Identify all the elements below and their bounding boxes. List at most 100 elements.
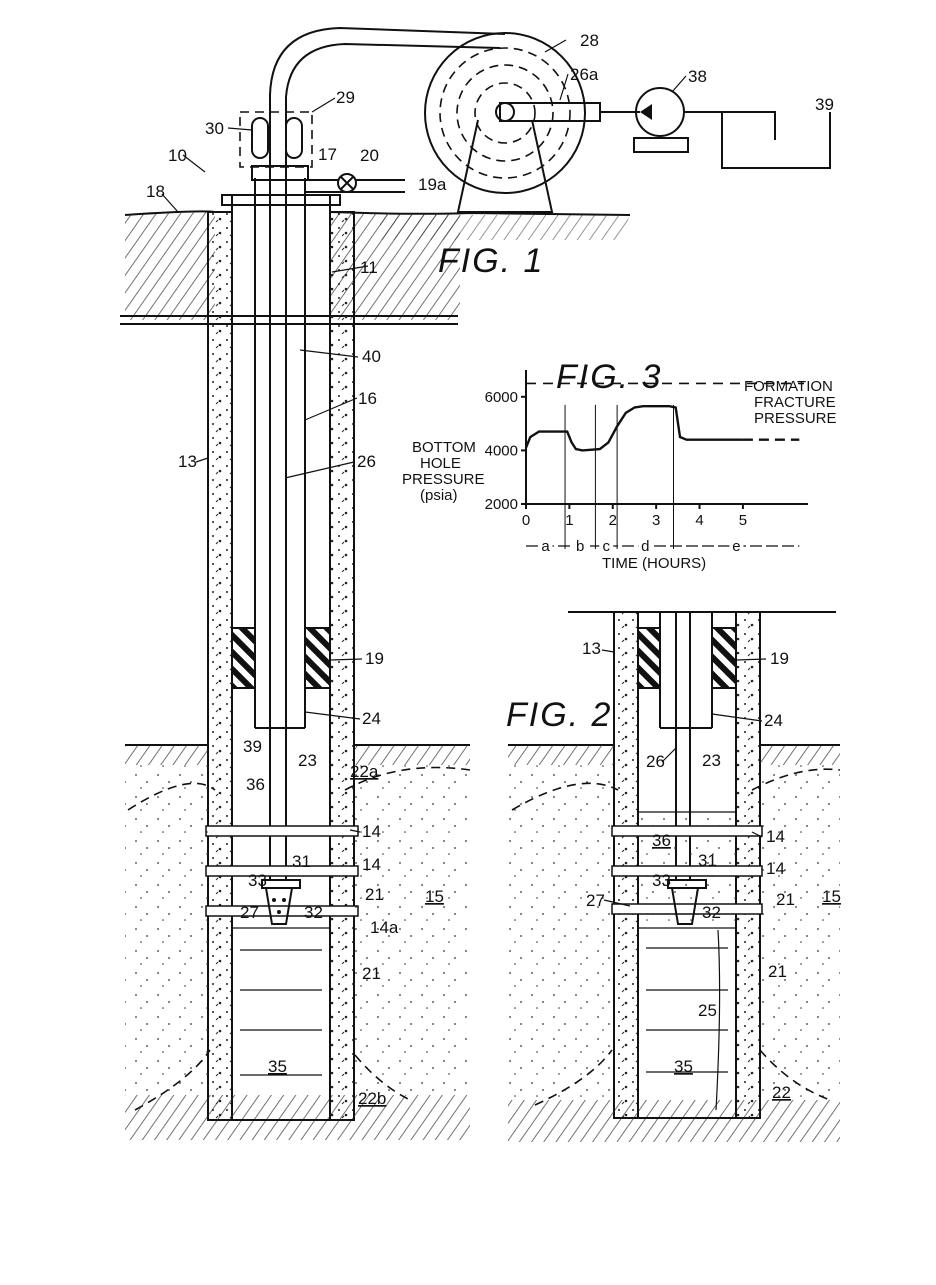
fig1-leader-lines (161, 39, 687, 833)
fig2-label: 36 (652, 831, 671, 850)
fig1-drawing: FIG. 1 10 11 13 14 14 14a 15 16 17 18 19… (120, 26, 834, 1140)
fig2-label: 21 (776, 890, 795, 909)
fig3-phase-label: a (541, 538, 550, 555)
fig1-label: 27 (240, 903, 259, 922)
fig3-xlabel: TIME (HOURS) (602, 555, 706, 572)
fig2-label: 23 (702, 751, 721, 770)
fig1-label: 39 (815, 95, 834, 114)
fig2-label: 33 (652, 871, 671, 890)
earth-hatch-surface (380, 215, 630, 240)
fig1-label: 26 (357, 452, 376, 471)
fig3-y-tick-label: 6000 (485, 389, 518, 406)
fig1-label: 29 (336, 88, 355, 107)
fig2-label: 14 (766, 827, 785, 846)
fracture-zone-22a-right (344, 766, 471, 791)
formation-sand-left (125, 765, 208, 1095)
fig1-label: 14 (362, 855, 381, 874)
fig1-label: 19a (418, 175, 447, 194)
fig3-phase-label: c (603, 538, 611, 555)
fig1-label: 31 (292, 852, 311, 871)
fig1-label: 21 (362, 964, 381, 983)
fig2-label: 24 (764, 711, 783, 730)
fig2-packer-right (711, 627, 737, 689)
fig3-x-tick-label: 0 (522, 512, 530, 529)
fig1-label: 16 (358, 389, 377, 408)
fig3-x-tick-label: 5 (739, 512, 747, 529)
fig3-phase-label-bg (573, 537, 588, 553)
fig3-title: FIG. 3 (556, 358, 662, 396)
fig2-label: 14 (766, 859, 785, 878)
fig3-series-pressure (524, 405, 743, 452)
fig1-label: 40 (362, 347, 381, 366)
fig3-y-tick-label: 2000 (485, 496, 518, 513)
fig2-cement-left (613, 611, 639, 1119)
fig3-x-tick-label: 2 (609, 512, 617, 529)
injector-roller-left (251, 117, 269, 159)
fig1-label: 21 (365, 885, 384, 904)
fig1-label: 22b (358, 1089, 386, 1108)
injector-roller-right (285, 117, 303, 159)
fig2-packer-left (637, 627, 661, 689)
fig2-label: 31 (698, 851, 717, 870)
fig1-title: FIG. 1 (438, 242, 544, 280)
packer-right (304, 627, 331, 689)
fig1-label: 32 (304, 903, 323, 922)
fig2-label: 25 (698, 1001, 717, 1020)
fig2-sand-fill-35 (638, 927, 736, 1119)
fig1-label: 14a (370, 918, 399, 937)
nozzle-jet-head (264, 887, 294, 925)
fig1-label: 36 (246, 775, 265, 794)
sand-fill-35 (232, 927, 330, 1121)
fig1-label: 22a (350, 762, 379, 781)
injector-head-29 (239, 111, 313, 168)
formation-sand-right (354, 765, 470, 1095)
fig3-phase-label-bg (638, 537, 653, 553)
fig1-label: 30 (205, 119, 224, 138)
formation-hatch-bottom (125, 1095, 470, 1140)
fig1-label: 39 (243, 737, 262, 756)
fig2-label: 13 (582, 639, 601, 658)
fig2-label: 15 (822, 887, 841, 906)
fig3-annotation-line: FORMATION (744, 378, 833, 395)
tubing-arc-inner (285, 42, 501, 178)
fig1-label: 10 (168, 146, 187, 165)
fig3-phase-label-bg (729, 537, 744, 553)
fig1-label: 19 (365, 649, 384, 668)
fig3-phase-label-bg (599, 537, 614, 553)
fig1-label: 14 (362, 822, 381, 841)
cement-left (207, 211, 233, 1121)
casing-head (221, 194, 341, 206)
fig3-annotation-line: PRESSURE (754, 410, 837, 427)
fig1-label: 38 (688, 67, 707, 86)
fig3-phase-label: d (641, 538, 649, 555)
formation-hatch-top-right (354, 745, 470, 765)
fig3-x-tick-label: 1 (565, 512, 573, 529)
tubing-arc-outer (269, 26, 506, 178)
fig3-ylabel-line: BOTTOM (412, 439, 476, 456)
fig2-label: 26 (646, 752, 665, 771)
nozzle-body (261, 879, 301, 889)
fig1-label: 24 (362, 709, 381, 728)
fig2-cement-right (735, 611, 761, 1119)
fig1-label: 23 (298, 751, 317, 770)
fig1-label: 26a (570, 65, 599, 84)
fig2-label: 35 (674, 1057, 693, 1076)
wellhead-17 (251, 165, 309, 181)
fig3-x-tick-label: 3 (652, 512, 660, 529)
fig2-drawing: FIG. 2 (506, 611, 841, 1142)
fig2-nozzle (670, 887, 700, 925)
fig2-labels: 13 14 14 15 19 21 21 22 23 24 25 26 27 3… (582, 639, 841, 1102)
fig1-labels: 10 11 13 14 14 14a 15 16 17 18 19 19a 20… (146, 31, 834, 1108)
earth-hatch-left (125, 212, 215, 320)
fig1-label: 15 (425, 887, 444, 906)
fig1-label: 33 (248, 871, 267, 890)
fig2-label: 22 (772, 1083, 791, 1102)
fig2-label: 32 (702, 903, 721, 922)
fig3-annotation-line: FRACTURE (754, 394, 836, 411)
fig2-label: 21 (768, 962, 787, 981)
